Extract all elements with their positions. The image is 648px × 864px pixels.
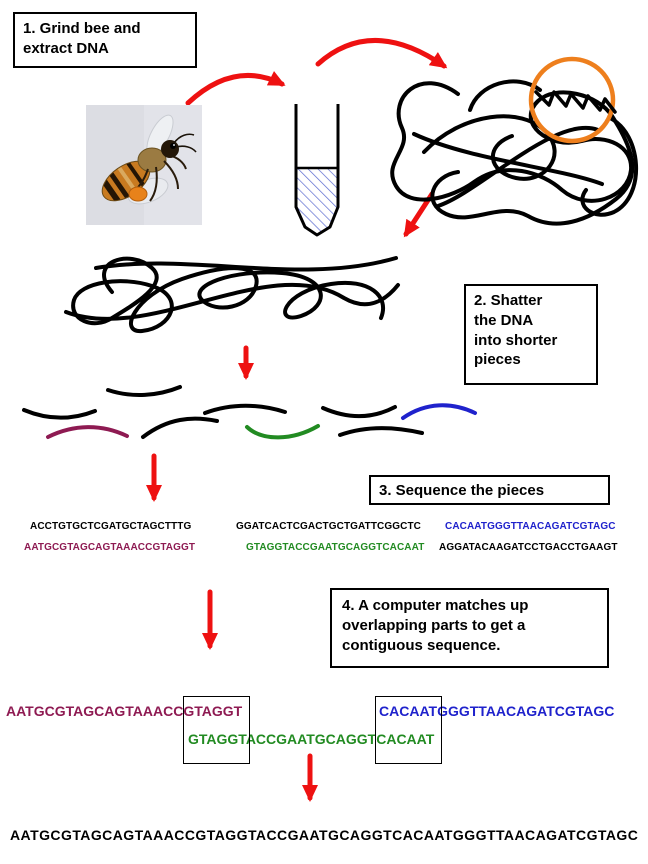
blue-suffix: GGGTTAACAGATCGTAGC	[437, 703, 615, 719]
green-overlap-end: CACAAT	[376, 731, 435, 747]
read-blue: CACAATGGGTTAACAGATCGTAGC	[445, 521, 616, 532]
fragment-blue	[401, 403, 477, 420]
final-sequence: AATGCGTAGCAGTAAACCGTAGGTACCGAATGCAGGTCAC…	[10, 827, 639, 843]
overlap-box-gtaggt	[183, 696, 250, 764]
dna-tangle-stretched	[64, 256, 400, 334]
fragment-black	[141, 416, 219, 439]
purple-prefix: AATGCGTAGCAGTAAACC	[6, 703, 184, 719]
fragment-black	[338, 426, 424, 437]
blue-overlap: CACAAT	[379, 703, 438, 719]
step2-box: 2. Shatter the DNA into shorter pieces	[464, 284, 598, 385]
bee-antennae	[173, 133, 197, 153]
step4-line: 4. A computer matches up	[342, 597, 529, 614]
read-black-2: GGATCACTCGACTGCTGATTCGGCTC	[236, 521, 421, 532]
bee-photo	[86, 105, 202, 225]
fragment-green	[245, 424, 320, 440]
step3-box: 3. Sequence the pieces	[369, 475, 610, 505]
green-overlap-start: GTAGGT	[188, 731, 246, 747]
step2-line: the DNA	[474, 311, 534, 329]
step2-line: pieces	[474, 351, 521, 369]
step2-line: 2. Shatter	[474, 292, 543, 309]
assembly-row-purple: AATGCGTAGCAGTAAACCGTAGGT	[6, 703, 242, 719]
step2-line: into shorter	[474, 331, 558, 349]
step1-box: 1. Grind bee and extract DNA	[13, 12, 197, 68]
bee-pollen-ball	[128, 186, 148, 202]
fragment-black	[106, 385, 182, 398]
step1-line: 1. Grind bee and	[23, 20, 141, 37]
step4-line: overlapping parts to get a	[342, 616, 526, 634]
read-purple: AATGCGTAGCAGTAAACCGTAGGT	[24, 542, 196, 553]
fragment-black	[321, 405, 397, 419]
test-tube-icon	[294, 104, 340, 237]
read-green: GTAGGTACCGAATGCAGGTCACAAT	[246, 542, 425, 553]
purple-overlap: GTAGGT	[183, 703, 243, 719]
fragment-purple	[46, 425, 129, 439]
fragment-black	[203, 403, 287, 415]
dna-coil-zoom-circle-icon	[528, 56, 617, 144]
arrow-tube-to-dna-icon	[315, 38, 448, 69]
assembly-row-blue: CACAATGGGTTAACAGATCGTAGC	[379, 703, 614, 719]
assembly-row-green: GTAGGTACCGAATGCAGGTCACAAT	[188, 731, 434, 747]
step4-box: 4. A computer matches up overlapping par…	[330, 588, 609, 668]
step1-line: extract DNA	[23, 39, 109, 57]
step4-line: contiguous sequence.	[342, 636, 501, 654]
fragment-black	[22, 408, 97, 420]
dna-fragments	[22, 385, 477, 440]
arrow-bee-to-tube-icon	[185, 71, 286, 106]
overlap-box-cacaat	[375, 696, 442, 764]
bee-thorax	[137, 147, 167, 173]
green-middle: ACCGAATGCAGGT	[245, 731, 377, 747]
read-black-1: ACCTGTGCTCGATGCTAGCTTTG	[30, 521, 192, 532]
read-black-3: AGGATACAAGATCCTGACCTGAAGT	[439, 542, 618, 553]
step3-label: 3. Sequence the pieces	[379, 482, 545, 499]
bee-head	[161, 140, 179, 158]
